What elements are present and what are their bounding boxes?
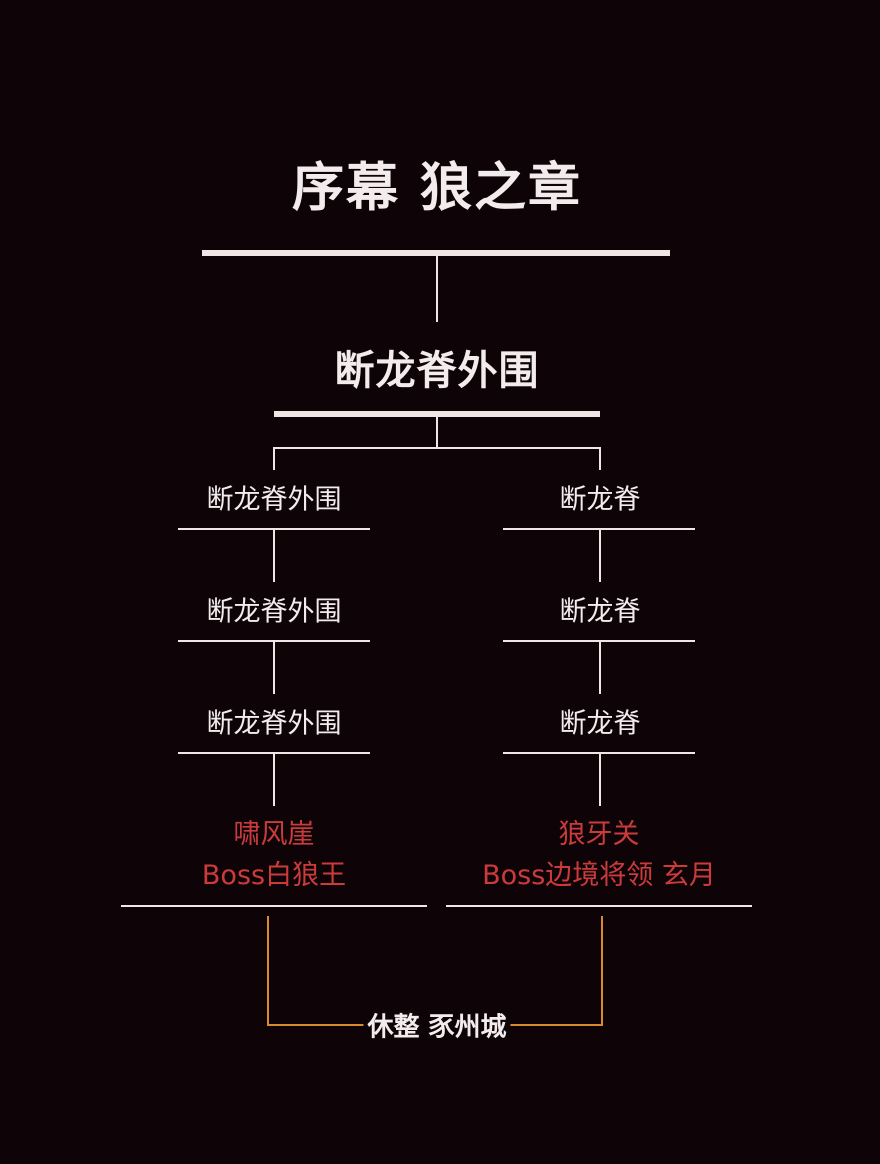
branch-split xyxy=(273,447,601,449)
area-heading: 断龙脊外围 xyxy=(334,348,540,394)
node-underline xyxy=(178,752,370,754)
chapter-title: 序幕 狼之章 xyxy=(291,158,583,219)
left-boss-node: 啸风崖 Boss白狼王 xyxy=(202,814,346,896)
left-node-3: 断龙脊外围 xyxy=(206,708,342,740)
connector xyxy=(599,642,601,694)
boss-location: 狼牙关 xyxy=(558,819,640,850)
left-node-2: 断龙脊外围 xyxy=(206,596,342,628)
connector xyxy=(599,754,601,806)
boss-underline xyxy=(446,905,752,907)
boss-location: 啸风崖 xyxy=(233,819,315,850)
right-node-2: 断龙脊 xyxy=(559,596,641,628)
connector xyxy=(599,448,601,470)
rest-point: 休整 豕州城 xyxy=(363,1006,511,1044)
connector xyxy=(436,256,438,322)
boss-underline xyxy=(121,905,427,907)
node-underline xyxy=(503,640,695,642)
connector xyxy=(436,417,438,448)
right-boss-node: 狼牙关 Boss边境将领 玄月 xyxy=(482,814,716,896)
connector xyxy=(273,642,275,694)
title-divider xyxy=(202,250,670,256)
connector xyxy=(273,530,275,582)
merge-connector-right xyxy=(601,916,603,1026)
area-divider xyxy=(274,411,600,417)
node-underline xyxy=(178,528,370,530)
connector xyxy=(273,754,275,806)
node-underline xyxy=(178,640,370,642)
connector xyxy=(273,448,275,470)
node-underline xyxy=(503,528,695,530)
merge-connector-left xyxy=(267,916,269,1026)
right-node-3: 断龙脊 xyxy=(559,708,641,740)
boss-name: Boss白狼王 xyxy=(201,860,347,891)
connector xyxy=(599,530,601,582)
left-node-1: 断龙脊外围 xyxy=(206,484,342,516)
right-node-1: 断龙脊 xyxy=(559,484,641,516)
boss-name: Boss边境将领 玄月 xyxy=(482,860,716,891)
node-underline xyxy=(503,752,695,754)
